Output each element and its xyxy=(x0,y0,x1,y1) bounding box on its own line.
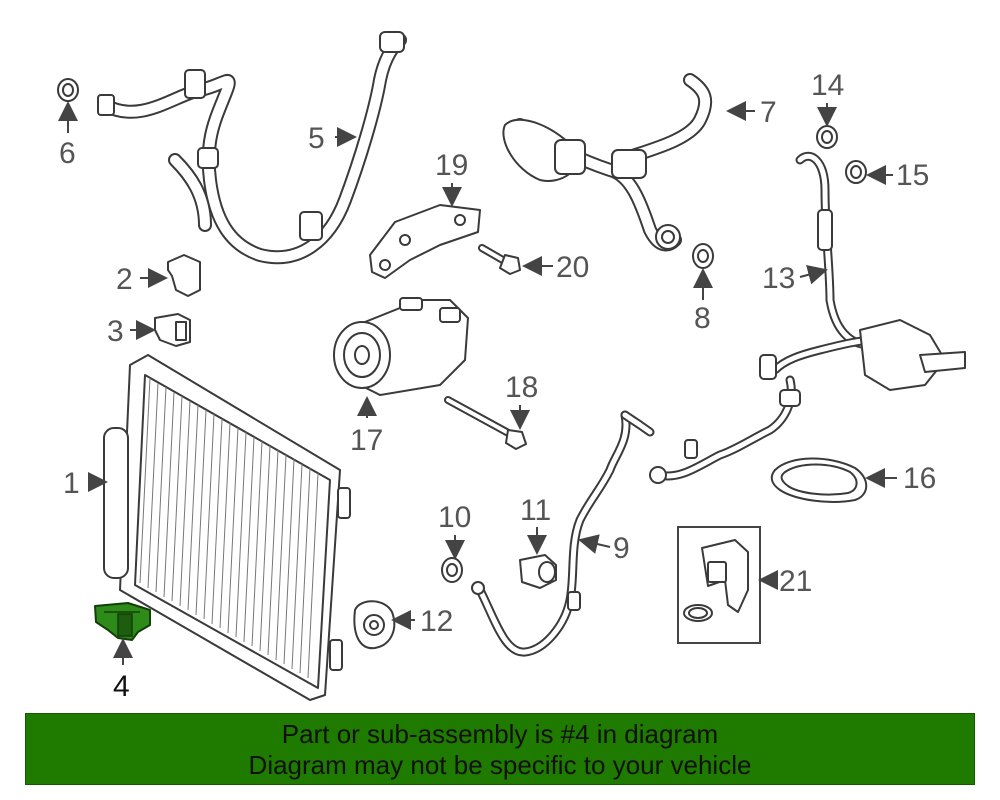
callout-21: 21 xyxy=(779,565,812,598)
part-10-o-ring xyxy=(441,557,463,583)
callout-5: 5 xyxy=(308,122,325,155)
part-16-gasket xyxy=(770,457,868,503)
condenser-fins xyxy=(139,377,319,679)
highlight-banner: Part or sub-assembly is #4 in diagram Di… xyxy=(25,713,975,785)
callout-18: 18 xyxy=(505,371,538,404)
part-8-o-ring xyxy=(692,243,714,269)
part-17-compressor xyxy=(333,297,469,396)
callout-6: 6 xyxy=(59,137,76,170)
callout-2: 2 xyxy=(116,263,133,296)
leader-lines xyxy=(58,101,897,665)
callout-3: 3 xyxy=(107,315,124,348)
part-13-line-assembly xyxy=(649,151,966,484)
callout-12: 12 xyxy=(420,605,453,638)
callout-7: 7 xyxy=(760,96,777,129)
callout-10: 10 xyxy=(438,501,471,534)
banner-line-1: Part or sub-assembly is #4 in diagram xyxy=(281,719,719,749)
part-14-o-ring xyxy=(816,125,838,149)
part-18-bolt xyxy=(444,396,527,450)
part-15-o-ring xyxy=(845,160,867,184)
part-5-hose xyxy=(97,31,407,265)
callout-16: 16 xyxy=(903,462,936,495)
part-1-condenser xyxy=(103,354,351,701)
part-20-bolt xyxy=(478,244,521,275)
part-11-sensor xyxy=(519,554,557,589)
callout-4: 4 xyxy=(113,670,130,703)
part-3-bracket xyxy=(154,313,191,347)
callout-13: 13 xyxy=(762,262,795,295)
part-6-o-ring xyxy=(57,78,79,102)
callout-11: 11 xyxy=(520,494,551,527)
part-21-kit xyxy=(677,526,761,644)
callout-17: 17 xyxy=(350,424,383,457)
callout-19: 19 xyxy=(435,149,468,182)
banner-line-2: Diagram may not be specific to your vehi… xyxy=(248,750,752,780)
part-7-hose xyxy=(502,73,713,252)
callout-1: 1 xyxy=(63,467,80,500)
part-19-bracket xyxy=(369,204,481,279)
callout-9: 9 xyxy=(613,532,630,565)
part-12-valve xyxy=(353,600,396,650)
callout-numbers: 1 2 3 4 5 6 7 8 9 10 11 12 13 14 15 16 1… xyxy=(59,69,936,703)
callout-8: 8 xyxy=(694,302,711,335)
callout-15: 15 xyxy=(896,159,929,192)
part-2-clip xyxy=(167,254,201,297)
part-9-line xyxy=(471,410,655,657)
callout-20: 20 xyxy=(556,251,589,284)
callout-14: 14 xyxy=(811,69,844,102)
part-4-bracket xyxy=(94,602,151,641)
